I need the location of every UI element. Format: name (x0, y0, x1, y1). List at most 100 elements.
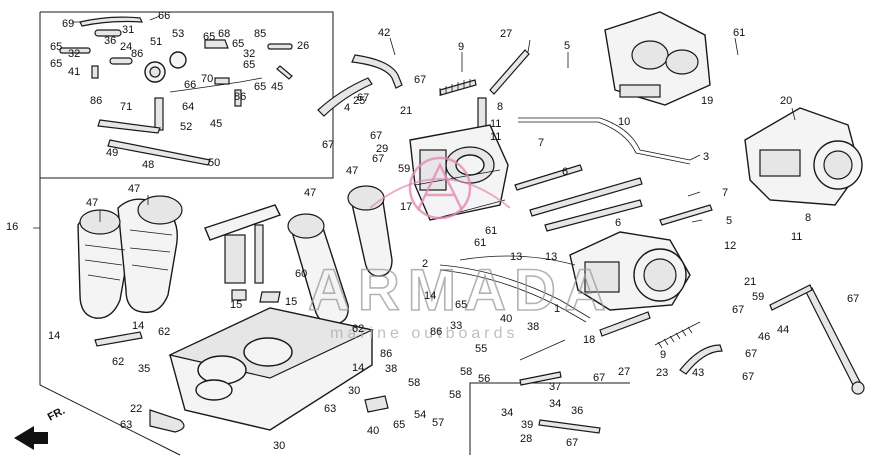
part-callout-c14d: 14 (352, 362, 364, 374)
part-callout-c3: 3 (703, 151, 709, 163)
part-callout-c65f: 65 (254, 81, 266, 93)
part-callout-c27b: 27 (618, 366, 630, 378)
needle-springs (519, 321, 701, 361)
part-callout-c11b: 11 (490, 131, 501, 143)
part-callout-c66a: 66 (158, 10, 170, 22)
part-callout-c67h: 67 (732, 304, 744, 316)
part-callout-c38a: 38 (527, 321, 539, 333)
part-callout-c15a: 15 (230, 299, 242, 311)
part-callout-c59b: 59 (752, 291, 764, 303)
part-callout-c11c: 11 (791, 231, 802, 243)
part-callout-c42: 42 (378, 27, 390, 39)
part-callout-c55: 55 (475, 343, 487, 355)
part-callout-c5a: 5 (564, 40, 570, 52)
part-callout-c63a: 63 (324, 403, 336, 415)
part-callout-c65a: 65 (50, 41, 62, 53)
part-callout-c62a: 62 (112, 356, 124, 368)
part-callout-c46: 46 (758, 331, 770, 343)
part-callout-c8b: 8 (805, 212, 811, 224)
part-callout-c34b: 34 (549, 398, 561, 410)
part-callout-c67i: 67 (745, 348, 757, 360)
part-callout-c45b: 45 (210, 118, 222, 130)
part-callout-c27a: 27 (500, 28, 512, 40)
part-callout-c86b: 86 (234, 91, 246, 103)
part-callout-c58b: 58 (449, 389, 461, 401)
watermark: ARMADA marine outboards (307, 156, 614, 342)
front-direction-label: FR. (46, 405, 67, 424)
part-callout-c16: 16 (6, 221, 18, 233)
part-callout-c34a: 34 (501, 407, 513, 419)
part-callout-c38b: 38 (385, 363, 397, 375)
part-callout-c14a: 14 (48, 330, 60, 342)
carburetor-right (744, 107, 863, 206)
part-callout-c67g: 67 (566, 437, 578, 449)
watermark-brand: ARMADA (308, 258, 614, 323)
part-callout-c10: 10 (618, 116, 630, 128)
part-callout-c31: 31 (122, 24, 134, 36)
part-callout-c59a: 59 (398, 163, 410, 175)
part-callout-c56: 56 (478, 373, 490, 385)
front-direction-arrow: FR. (14, 405, 67, 450)
part-callout-c71: 71 (120, 101, 132, 113)
part-callout-c65d: 65 (232, 38, 244, 50)
part-callout-c23: 23 (656, 367, 668, 379)
part-callout-c30a: 30 (348, 385, 360, 397)
part-callout-c41: 41 (68, 66, 80, 78)
part-callout-c53: 53 (172, 28, 184, 40)
intake-boot-left (77, 195, 183, 319)
carburetor-lower (569, 231, 691, 311)
part-callout-c36: 36 (104, 35, 116, 47)
part-callout-c48: 48 (142, 159, 154, 171)
part-callout-c61a: 61 (733, 27, 745, 39)
part-callout-c15b: 15 (285, 296, 297, 308)
part-callout-c67a: 67 (414, 74, 426, 86)
part-callout-c1: 1 (554, 303, 560, 315)
part-callout-c29: 29 (376, 143, 388, 155)
part-callout-c61c: 61 (485, 225, 497, 237)
part-callout-c47b: 47 (128, 183, 140, 195)
part-callout-c26: 26 (297, 40, 309, 52)
inset-frame (39, 11, 334, 456)
part-callout-c69: 69 (62, 18, 74, 30)
part-callout-c65g: 65 (455, 299, 467, 311)
part-callout-c63b: 63 (120, 419, 132, 431)
part-callout-c43: 43 (692, 367, 704, 379)
part-callout-c22: 22 (130, 403, 142, 415)
part-callout-c7b: 7 (722, 187, 728, 199)
part-callout-c67k: 67 (742, 371, 754, 383)
part-callout-c51: 51 (150, 36, 162, 48)
subgroup-frame (469, 382, 630, 455)
part-callout-c62b: 62 (158, 326, 170, 338)
part-callout-c36b: 36 (571, 405, 583, 417)
part-callout-c39: 39 (521, 419, 533, 431)
part-callout-c64: 64 (182, 101, 194, 113)
part-callout-c65h: 65 (393, 419, 405, 431)
part-callout-c67d: 67 (372, 153, 384, 165)
watermark-tagline: marine outboards (330, 325, 519, 342)
part-callout-c20: 20 (780, 95, 792, 107)
part-callout-c13a: 13 (510, 251, 522, 263)
part-callout-c14c: 14 (424, 290, 436, 302)
part-callout-c65b: 65 (50, 58, 62, 70)
part-callout-c35: 35 (138, 363, 150, 375)
part-callout-c32b: 32 (243, 48, 255, 60)
part-callout-c24: 24 (120, 41, 132, 53)
part-callout-c44: 44 (777, 324, 789, 336)
part-callout-c6a: 6 (562, 166, 568, 178)
part-callout-c40b: 40 (367, 425, 379, 437)
part-callout-c21a: 21 (400, 105, 412, 117)
air-box (168, 307, 374, 431)
part-callout-c9b: 9 (660, 349, 666, 361)
part-callout-c85: 85 (254, 28, 266, 40)
part-callout-c8a: 8 (497, 101, 503, 113)
part-callout-c67f: 67 (593, 372, 605, 384)
part-callout-c19: 19 (701, 95, 713, 107)
part-callout-c57: 57 (432, 417, 444, 429)
part-callout-c47a: 47 (86, 197, 98, 209)
part-callout-c30b: 30 (273, 440, 285, 452)
intake-boot-middle (287, 185, 393, 325)
part-callout-c65c: 65 (203, 31, 215, 43)
part-callout-c54: 54 (414, 409, 426, 421)
